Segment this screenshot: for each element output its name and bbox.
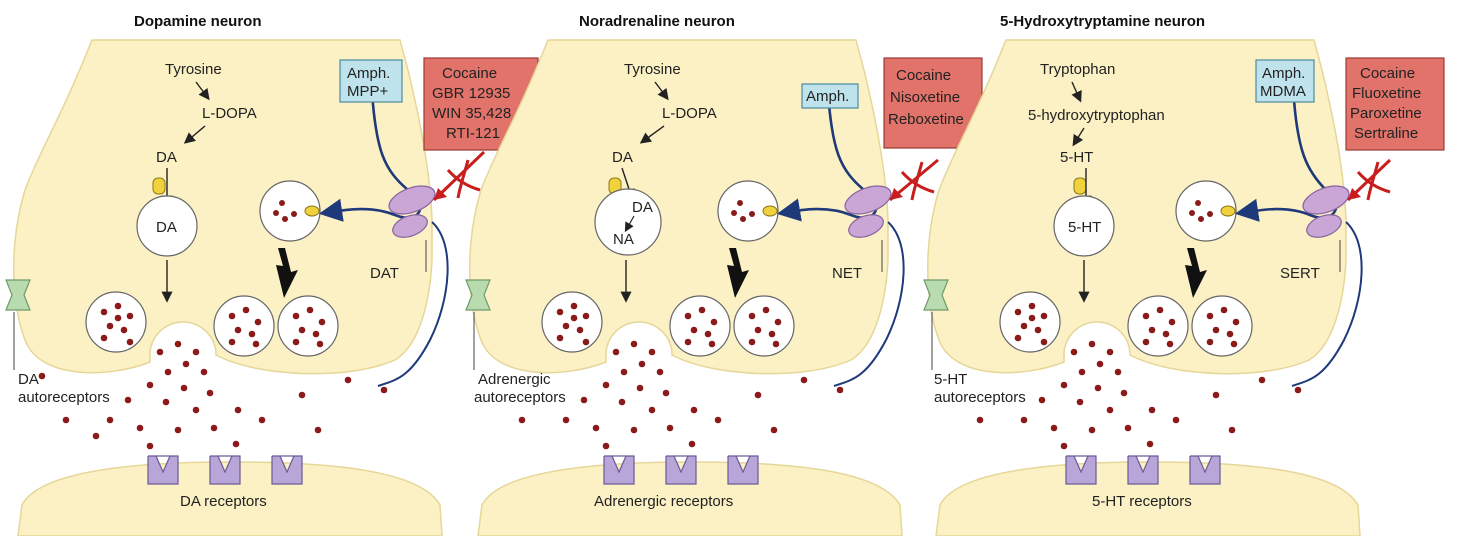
releaser-line: Amph.: [1262, 65, 1305, 82]
releaser-line: MDMA: [1260, 83, 1306, 100]
intermediate-label: 5-hydroxytryptophan: [1028, 107, 1165, 124]
blocker-line: RTI-121: [446, 125, 500, 142]
precursor-label: Tyrosine: [624, 61, 681, 78]
transporter: [844, 185, 892, 215]
postsynaptic-receptors: [147, 455, 303, 485]
releaser-line: Amph.: [806, 88, 849, 105]
blocker-line: Reboxetine: [888, 111, 964, 128]
storage-vesicle: [733, 295, 795, 357]
storage-vesicle: [1191, 295, 1253, 357]
presynaptic-terminal: [469, 39, 889, 375]
releaser-line: Amph.: [347, 65, 390, 82]
storage-vesicle: [277, 295, 339, 357]
released-transmitter: [38, 340, 388, 450]
blocker-line: Nisoxetine: [890, 89, 960, 106]
releaser-box: [801, 83, 859, 109]
blocker-line: GBR 12935: [432, 85, 510, 102]
vesicle-label: DA: [632, 199, 653, 216]
synthesis-vesicle: [1053, 195, 1115, 257]
blocker-line: WIN 35,428: [432, 105, 511, 122]
blocker-line: Paroxetine: [1350, 105, 1422, 122]
panel-5ht: 5-Hydroxytryptamine neuron Tryptophan 5-…: [923, 13, 1445, 536]
transporter: [388, 185, 436, 215]
panel-title: Dopamine neuron: [134, 13, 262, 30]
storage-vesicle: [213, 295, 275, 357]
blocker-line: Fluoxetine: [1352, 85, 1421, 102]
storage-vesicle: [999, 291, 1061, 353]
autoreceptor: [465, 279, 491, 311]
storage-vesicle: [85, 291, 147, 353]
intermediate-label: L-DOPA: [202, 105, 257, 122]
blocker-line: Cocaine: [1360, 65, 1415, 82]
panel-dopamine: Dopamine neuron Tyrosine L-DOPA DA DA: [5, 13, 539, 536]
transporter-label: SERT: [1280, 265, 1320, 282]
blocker-line: Sertraline: [1354, 125, 1418, 142]
autoreceptor-label-line1: Adrenergic: [478, 371, 551, 388]
synthesis-vesicle: [136, 195, 198, 257]
storage-vesicle: [541, 291, 603, 353]
blocker-line: Cocaine: [442, 65, 497, 82]
cyto-transmitter-label: 5-HT: [1060, 149, 1093, 166]
vesicle-label: 5-HT: [1068, 219, 1101, 236]
storage-vesicle: [1127, 295, 1189, 357]
precursor-label: Tryptophan: [1040, 61, 1115, 78]
cyto-transmitter-label: DA: [612, 149, 633, 166]
autoreceptor-label-line2: autoreceptors: [18, 389, 110, 406]
postsynaptic-receptors: [1065, 455, 1221, 485]
panel-title: 5-Hydroxytryptamine neuron: [1000, 13, 1205, 30]
storage-vesicle: [669, 295, 731, 357]
precursor-label: Tyrosine: [165, 61, 222, 78]
postsynaptic-receptors: [603, 455, 759, 485]
blocker-line: Cocaine: [896, 67, 951, 84]
autoreceptor-label-line2: autoreceptors: [934, 389, 1026, 406]
vesicle-label: NA: [613, 231, 634, 248]
vesicle-label: DA: [156, 219, 177, 236]
autoreceptor-label-line1: DA: [18, 371, 39, 388]
cyto-transmitter-label: DA: [156, 149, 177, 166]
released-transmitter: [976, 340, 1302, 450]
presynaptic-terminal: [13, 39, 433, 375]
intermediate-label: L-DOPA: [662, 105, 717, 122]
transporter-label: NET: [832, 265, 862, 282]
transporter: [1302, 185, 1350, 215]
releaser-box: [1255, 59, 1315, 103]
receptors-label: Adrenergic receptors: [594, 493, 733, 510]
autoreceptor: [923, 279, 949, 311]
autoreceptor-label-line2: autoreceptors: [474, 389, 566, 406]
blocker-box: [1345, 57, 1445, 151]
autoreceptor-label-line1: 5-HT: [934, 371, 967, 388]
autoreceptor: [5, 279, 31, 311]
panel-noradrenaline: Noradrenaline neuron Tyrosine L-DOPA DA …: [465, 13, 983, 536]
releaser-line: MPP+: [347, 83, 389, 100]
panel-title: Noradrenaline neuron: [579, 13, 735, 30]
presynaptic-terminal: [927, 39, 1347, 375]
receptors-label: 5-HT receptors: [1092, 493, 1192, 510]
receptors-label: DA receptors: [180, 493, 267, 510]
released-transmitter: [518, 340, 844, 450]
releaser-box: [339, 59, 403, 103]
transporter-label: DAT: [370, 265, 399, 282]
